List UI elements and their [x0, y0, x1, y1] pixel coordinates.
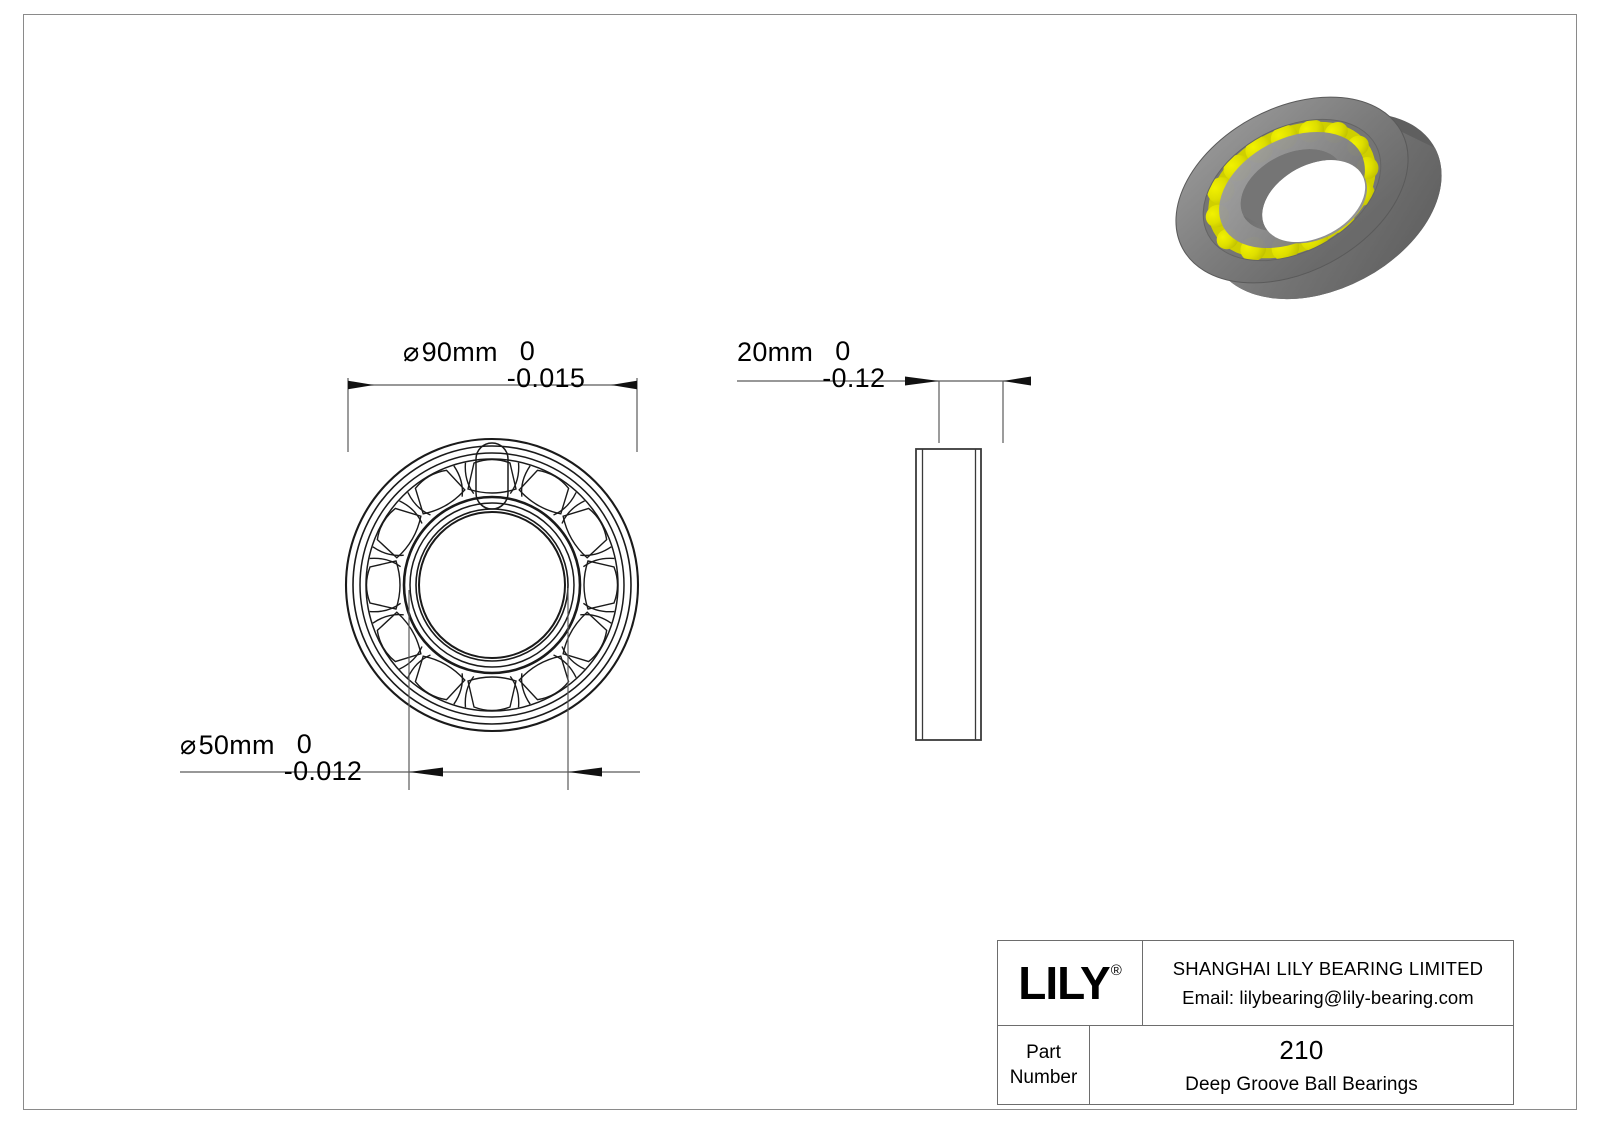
logo-text: LILY — [1018, 957, 1110, 1010]
lily-logo: LILY ® — [1018, 960, 1122, 1006]
width-dimension-text: 20mm 0 -0.12 — [737, 337, 885, 393]
part-label-line-2: Number — [1009, 1066, 1078, 1088]
bore-diameter-tolerance-lower: -0.012 — [283, 756, 363, 786]
diameter-symbol-icon: ⌀ — [180, 730, 197, 760]
outer-diameter-value: 90mm — [421, 337, 498, 367]
outer-diameter-tolerance-lower: -0.015 — [506, 363, 586, 393]
bore-diameter-tolerance-upper: 0 — [296, 729, 313, 759]
width-tolerance-lower: -0.12 — [822, 363, 886, 393]
registered-trademark-icon: ® — [1110, 962, 1122, 980]
part-label-line-1: Part — [1026, 1041, 1061, 1063]
drawing-border-frame — [23, 14, 1577, 1110]
company-name: SHANGHAI LILY BEARING LIMITED — [1172, 957, 1484, 979]
company-info-cell: SHANGHAI LILY BEARING LIMITED Email: lil… — [1143, 941, 1513, 1025]
diameter-symbol-icon: ⌀ — [403, 337, 420, 367]
width-tolerance-upper: 0 — [835, 336, 851, 366]
title-block-part-row: Part Number 210 Deep Groove Ball Bearing… — [998, 1025, 1513, 1104]
part-number-value-cell: 210 Deep Groove Ball Bearings — [1090, 1026, 1513, 1104]
part-number-label-cell: Part Number — [998, 1026, 1090, 1104]
title-block: LILY ® SHANGHAI LILY BEARING LIMITED Ema… — [997, 940, 1514, 1105]
width-value: 20mm — [737, 337, 814, 367]
bore-diameter-value: 50mm — [198, 730, 275, 760]
brand-logo-cell: LILY ® — [998, 941, 1143, 1026]
part-description: Deep Groove Ball Bearings — [1185, 1073, 1418, 1095]
title-block-header-row: LILY ® SHANGHAI LILY BEARING LIMITED Ema… — [998, 941, 1513, 1026]
bore-diameter-dimension-text: ⌀50mm 0 -0.012 — [180, 730, 362, 786]
outer-diameter-dimension-text: ⌀90mm 0 -0.015 — [403, 337, 585, 393]
company-email[interactable]: Email: lilybearing@lily-bearing.com — [1182, 986, 1474, 1008]
outer-diameter-tolerance-upper: 0 — [519, 336, 536, 366]
part-number: 210 — [1279, 1034, 1324, 1065]
